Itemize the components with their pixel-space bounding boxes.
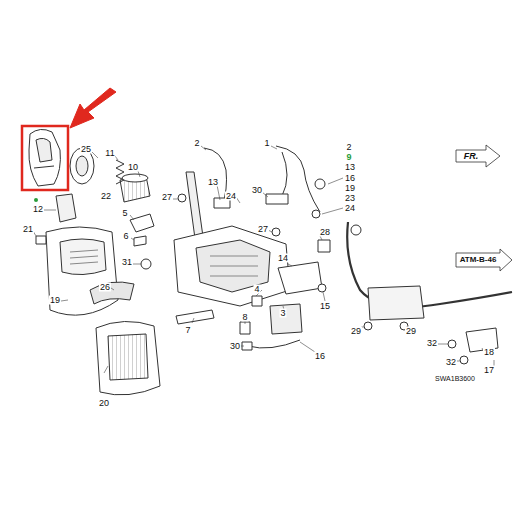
callout-number: 29	[350, 327, 362, 336]
callout-number: 28	[319, 228, 331, 237]
callout-number: 3	[279, 309, 286, 318]
callout-number: 32	[426, 339, 438, 348]
callout-number: 5	[121, 209, 128, 218]
callout-number: 14	[277, 254, 289, 263]
callout-number: 31	[121, 258, 133, 267]
callout-number: 2	[193, 139, 200, 148]
callout-number: 7	[184, 326, 191, 335]
callout-number: 17	[483, 366, 495, 375]
callout-number: 11	[104, 149, 115, 158]
callout-number: 27	[161, 193, 173, 202]
callout-number: 8	[241, 313, 248, 322]
callout-number: 23	[344, 194, 356, 203]
callout-number: 24	[225, 192, 237, 201]
callout-number: 32	[445, 358, 457, 367]
callout-number: 1	[263, 139, 270, 148]
callout-number: 12	[32, 205, 44, 214]
callout-number: 26	[99, 283, 111, 292]
callout-number: 21	[22, 225, 34, 234]
callout-number: 25	[80, 145, 92, 154]
callout-number: 13	[344, 163, 356, 172]
callout-number: 15	[319, 302, 331, 311]
callout-number: 18	[483, 348, 495, 357]
callout-number: 16	[314, 352, 326, 361]
callout-number: 20	[98, 399, 110, 408]
callout-number: 4	[253, 285, 260, 294]
callout-number: 30	[229, 342, 241, 351]
callout-number: 13	[207, 178, 219, 187]
callout-number: 10	[127, 163, 139, 172]
callout-number: 27	[257, 225, 269, 234]
callout-number: 19	[49, 296, 61, 305]
callout-number: 2	[345, 143, 352, 152]
callout-number: 29	[405, 327, 417, 336]
callout-number: 16	[344, 174, 356, 183]
callout-number: 19	[344, 184, 356, 193]
callout-number: 6	[122, 232, 129, 241]
callout-number: 30	[251, 186, 263, 195]
direction-arrow-label: FR.	[463, 152, 480, 161]
callout-number: 24	[344, 204, 356, 213]
reference-label: ATM-B-46	[459, 256, 498, 264]
diagram-code: SWA1B3600	[434, 375, 476, 382]
callout-number: 9	[345, 153, 352, 162]
callout-number: 22	[100, 192, 112, 201]
